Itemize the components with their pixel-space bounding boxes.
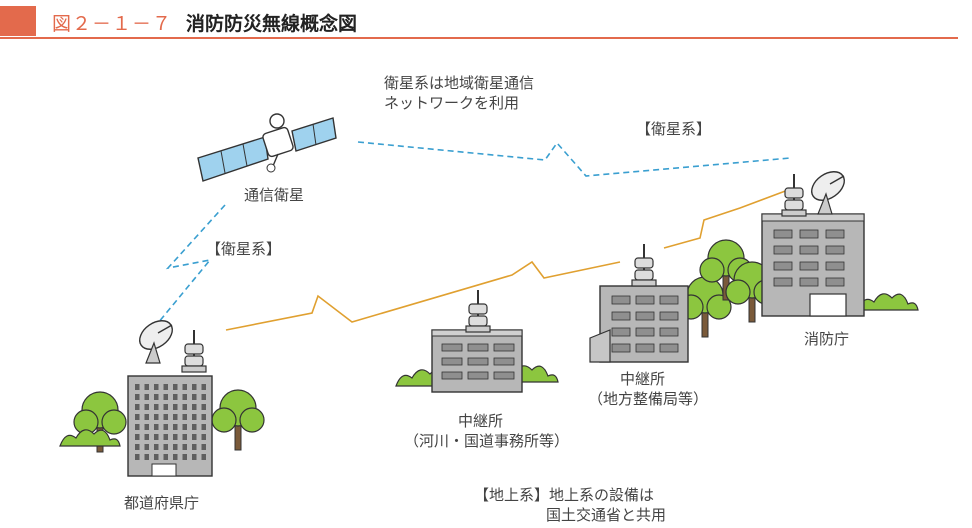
window <box>192 424 197 430</box>
window <box>135 444 140 450</box>
satellite-link-left <box>157 204 226 324</box>
relay-station-river <box>395 289 559 393</box>
window <box>182 444 187 450</box>
window <box>154 384 159 390</box>
window <box>201 444 206 450</box>
window <box>135 454 140 460</box>
prefecture-label: 都道府県庁 <box>124 494 200 512</box>
window <box>154 454 159 460</box>
satellite-link-label-left: 【衛星系】 <box>206 240 282 258</box>
window <box>154 394 159 400</box>
window <box>144 394 149 400</box>
window <box>144 404 149 410</box>
window <box>144 384 149 390</box>
window <box>154 414 159 420</box>
window <box>173 404 178 410</box>
relay-station-regional <box>589 243 732 363</box>
window <box>192 384 197 390</box>
ground-note-line2: 国土交通省と共用 <box>546 506 667 524</box>
window <box>182 384 187 390</box>
prefecture-building <box>59 314 265 477</box>
header-accent-block <box>0 6 36 36</box>
window <box>201 404 206 410</box>
window <box>201 454 206 460</box>
window <box>144 454 149 460</box>
fire-agency-building <box>699 165 919 323</box>
satellite-label: 通信衛星 <box>244 186 305 204</box>
window <box>154 444 159 450</box>
window <box>135 394 140 400</box>
window <box>135 424 140 430</box>
figure-number: 図２－１－７ <box>52 13 173 35</box>
window <box>163 434 168 440</box>
window <box>201 414 206 420</box>
window <box>173 384 178 390</box>
window <box>173 434 178 440</box>
communication-satellite <box>197 113 337 182</box>
window <box>135 384 140 390</box>
figure-title: 消防防災無線概念図 <box>186 13 358 35</box>
satellite-network-note-line2: ネットワークを利用 <box>384 94 520 112</box>
window <box>154 404 159 410</box>
window <box>173 424 178 430</box>
window <box>173 444 178 450</box>
window <box>144 424 149 430</box>
ground-link <box>225 189 789 331</box>
window <box>192 404 197 410</box>
window <box>163 454 168 460</box>
window <box>144 434 149 440</box>
window <box>173 414 178 420</box>
window <box>135 414 140 420</box>
window <box>182 454 187 460</box>
window <box>182 434 187 440</box>
fire-agency-label: 消防庁 <box>804 330 850 348</box>
satellite-link-right <box>357 141 791 177</box>
window <box>154 424 159 430</box>
window <box>144 444 149 450</box>
window <box>163 424 168 430</box>
figure-header: 図２－１－７ 消防防災無線概念図 <box>0 0 972 46</box>
window <box>173 454 178 460</box>
satellite-link-label-right: 【衛星系】 <box>636 120 712 138</box>
relay1-label-line1: 中継所 <box>458 412 504 430</box>
header-rule <box>0 37 958 39</box>
window <box>163 394 168 400</box>
window <box>201 424 206 430</box>
window <box>154 434 159 440</box>
window <box>192 454 197 460</box>
window <box>163 414 168 420</box>
window <box>182 424 187 430</box>
window <box>201 394 206 400</box>
window <box>135 434 140 440</box>
window <box>182 414 187 420</box>
window <box>201 384 206 390</box>
window <box>163 444 168 450</box>
satellite-network-note-line1: 衛星系は地域衛星通信 <box>384 74 535 92</box>
window <box>192 394 197 400</box>
relay2-label-line2: （地方整備局等） <box>588 390 709 408</box>
window <box>201 434 206 440</box>
window <box>163 404 168 410</box>
window <box>182 394 187 400</box>
relay2-label-line1: 中継所 <box>620 370 666 388</box>
window <box>182 404 187 410</box>
relay1-label-line2: （河川・国道事務所等） <box>404 432 570 450</box>
window <box>192 444 197 450</box>
window <box>144 414 149 420</box>
window <box>163 384 168 390</box>
window <box>173 394 178 400</box>
window <box>135 404 140 410</box>
ground-note-line1: 【地上系】地上系の設備は <box>474 486 655 504</box>
window <box>192 414 197 420</box>
window <box>192 434 197 440</box>
